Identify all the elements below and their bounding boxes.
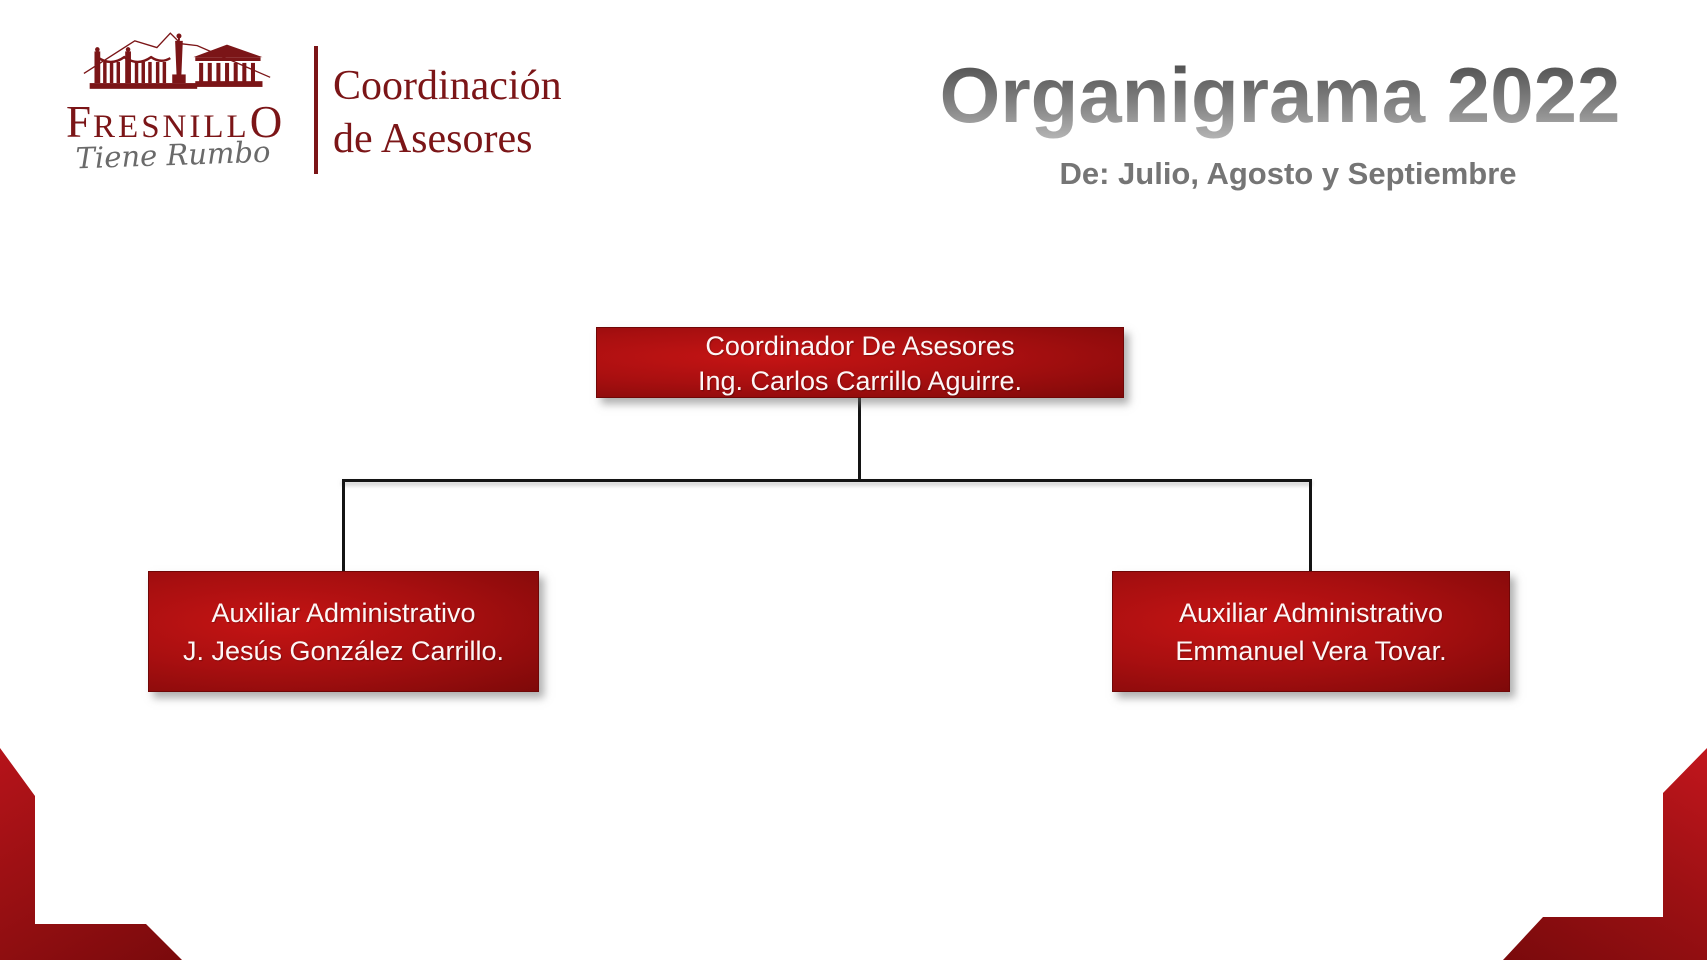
page-subtitle: De: Julio, Agosto y Septiembre <box>1059 156 1517 191</box>
brand-wordmark-first: F <box>66 97 94 147</box>
logo-divider <box>314 46 318 174</box>
corner-decoration-left <box>0 748 182 960</box>
fresnillo-monument-icon <box>83 32 271 89</box>
brand-wordmark-middle: RESNILL <box>93 109 250 145</box>
corner-decoration-right <box>1503 748 1707 960</box>
connector-left-vertical <box>342 479 345 573</box>
connector-right-vertical <box>1309 479 1312 573</box>
department-title-line2: de Asesores <box>333 116 533 162</box>
org-node-role: Auxiliar Administrativo <box>211 598 476 628</box>
org-node-assistant-right: Auxiliar Administrativo Emmanuel Vera To… <box>1112 571 1510 692</box>
org-node-assistant-left: Auxiliar Administrativo J. Jesús Gonzále… <box>148 571 539 692</box>
connector-root-vertical <box>858 398 861 481</box>
connector-horizontal <box>342 479 1312 482</box>
page-title: Organigrama 2022 <box>880 50 1680 141</box>
org-node-name: J. Jesús González Carrillo. <box>182 636 505 666</box>
brand-tagline: Tiene Rumbo <box>75 134 271 176</box>
department-title: Coordinación de Asesores <box>333 60 562 166</box>
org-node-name: Emmanuel Vera Tovar. <box>1175 636 1447 666</box>
brand-wordmark: FRESNILLO <box>66 96 282 148</box>
brand-wordmark-last: O <box>249 97 285 147</box>
org-node-role: Auxiliar Administrativo <box>1178 598 1444 628</box>
org-node-role: Coordinador De Asesores <box>705 331 1015 361</box>
department-title-line1: Coordinación <box>333 63 562 109</box>
org-node-coordinator: Coordinador De Asesores Ing. Carlos Carr… <box>596 327 1124 398</box>
org-node-name: Ing. Carlos Carrillo Aguirre. <box>697 366 1023 396</box>
